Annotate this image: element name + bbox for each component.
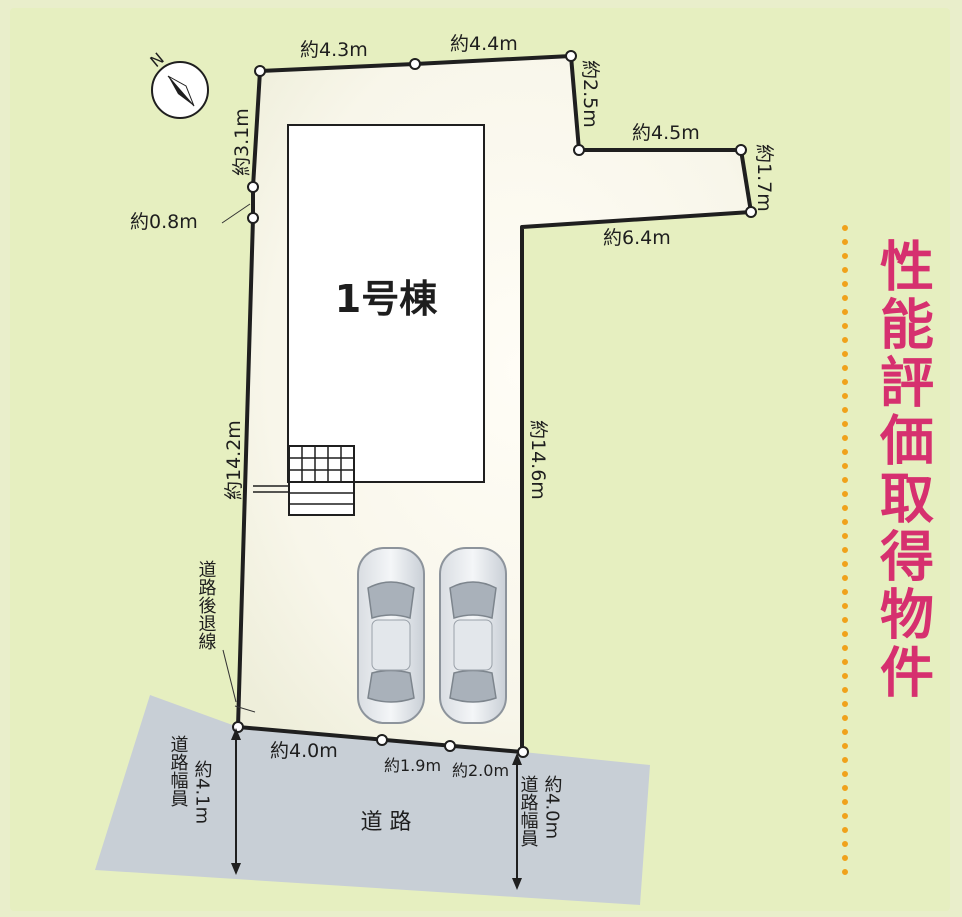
- boundary-point: [444, 740, 456, 752]
- dim-left-main: 約14.2m: [223, 420, 245, 500]
- setback-line: [234, 705, 256, 713]
- car-left: [357, 547, 425, 724]
- dim-top-mid: 約4.4m: [450, 33, 518, 55]
- boundary-point: [573, 144, 585, 156]
- boundary-point: [254, 65, 266, 77]
- building-label: 1号棟: [335, 277, 438, 321]
- road-width-left-value: 約4.1m: [192, 760, 213, 824]
- boundary-points: [232, 50, 757, 758]
- side-title: 性能評価取得物件: [871, 238, 935, 702]
- boundary-point: [409, 58, 421, 70]
- dim-ext-right: 約1.7m: [753, 144, 775, 212]
- boundary-point: [247, 181, 259, 193]
- dim-left-upper: 約3.1m: [231, 108, 253, 176]
- boundary-point: [565, 50, 577, 62]
- road-area: [95, 695, 650, 905]
- setback-label-text: 道路後退線: [196, 560, 217, 650]
- dim-ext-bottom: 約6.4m: [603, 227, 671, 249]
- boundary-point: [232, 721, 244, 733]
- road-width-left-title: 道路幅員: [168, 735, 189, 807]
- boundary-point: [247, 212, 259, 224]
- dim-right-drop: 約2.5m: [579, 60, 601, 128]
- boundary-point: [745, 206, 757, 218]
- dim-bottom-mid: 約1.9m: [384, 756, 441, 775]
- boundary-point: [517, 746, 529, 758]
- road-width-right-title: 道路幅員: [518, 775, 539, 847]
- dim-bottom-right: 約2.0m: [452, 761, 509, 780]
- setback-label: 道路後退線: [196, 560, 217, 650]
- road-width-right-arrow: [512, 753, 522, 890]
- notch-leader-line: [221, 203, 251, 224]
- setback-leader-line: [222, 649, 237, 703]
- dim-bottom-left: 約4.0m: [270, 740, 338, 762]
- dim-ext-top: 約4.5m: [632, 122, 700, 144]
- compass: [151, 61, 209, 119]
- boundary-point: [376, 734, 388, 746]
- boundary-point: [735, 144, 747, 156]
- entrance-steps: [253, 445, 355, 516]
- road-label: 道 路: [361, 810, 412, 835]
- road-width-left-arrow: [231, 728, 241, 875]
- dim-top-left: 約4.3m: [300, 39, 368, 61]
- road-width-right-value: 約4.0m: [542, 775, 563, 839]
- dim-left-notch: 約0.8m: [130, 211, 198, 233]
- building-footprint: [287, 124, 485, 483]
- car-right: [439, 547, 507, 724]
- dim-right-main: 約14.6m: [527, 420, 549, 500]
